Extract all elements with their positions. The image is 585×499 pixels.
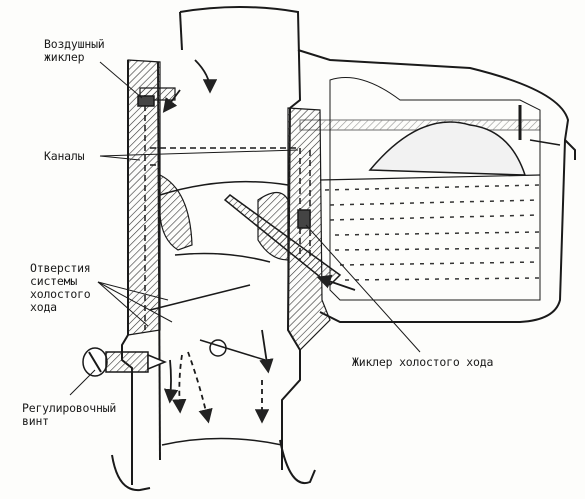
adjusting-screw <box>82 347 167 377</box>
label-adjust-screw-line2: винт <box>22 414 49 428</box>
throttle-bore <box>149 180 289 446</box>
hatched-sections <box>127 59 541 351</box>
leader-lines <box>69 61 421 396</box>
label-air-jet: Воздушный жиклер <box>44 38 105 64</box>
label-idle-openings-line3: холостого <box>30 287 91 301</box>
flow-arrows <box>162 59 356 424</box>
label-idle-jet: Жиклер холостого хода <box>352 355 494 369</box>
float-chamber <box>319 77 561 301</box>
idle-jet-tube <box>137 95 342 287</box>
label-adjust-screw-line1: Регулировочный <box>22 401 117 415</box>
label-idle-openings-line1: Отверстия <box>30 261 91 275</box>
label-idle-openings-line2: системы <box>30 274 78 288</box>
label-channels: Каналы <box>44 149 85 163</box>
throttle-lever <box>199 339 266 361</box>
label-air-jet-line2: жиклер <box>44 50 85 64</box>
label-air-jet-line1: Воздушный <box>44 37 105 51</box>
label-idle-openings-line4: хода <box>30 300 57 314</box>
label-idle-openings: Отверстия системы холостого хода <box>30 262 91 314</box>
label-adjust-screw: Регулировочный винт <box>22 402 116 428</box>
